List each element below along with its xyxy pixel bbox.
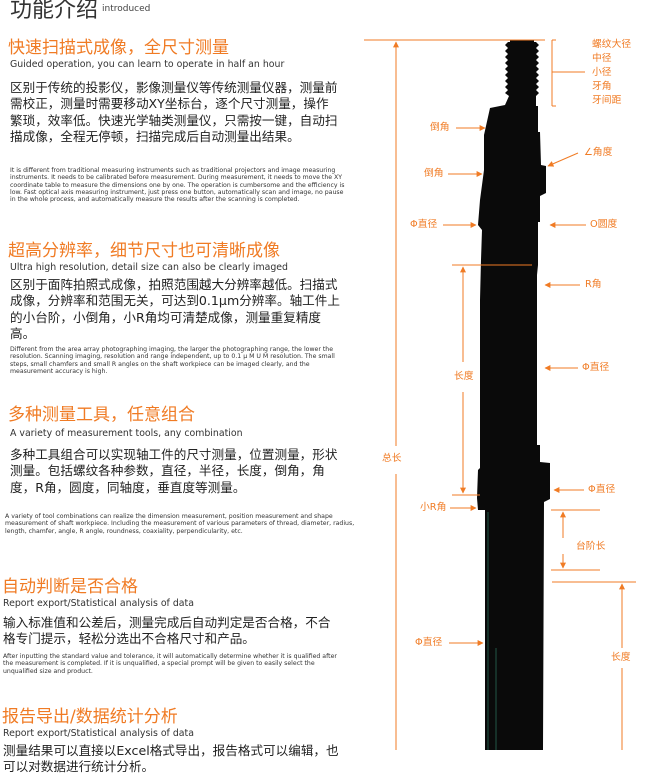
- section-body-zh-fast-scan: 区别于传统的投影仪，影像测量仪等传统测量仪器，测量前需校正，测量时需要移动XY坐…: [10, 80, 338, 144]
- label-thread-major: 螺纹大径: [592, 39, 632, 50]
- section-body-zh-high-resolution: 区别于面阵拍照式成像，拍照范围越大分辨率越低。扫描式成像，分辨率和范围无关，可达…: [10, 277, 340, 341]
- label-thread-angle: 牙角: [592, 81, 612, 92]
- section-subtitle-auto-judge: Report export/Statistical analysis of da…: [3, 598, 194, 609]
- label-angle: ∠角度: [584, 147, 613, 158]
- label-total-length: 总长: [382, 453, 402, 464]
- label-thread-pitch-diameter: 中径: [592, 53, 612, 64]
- thread-teeth: [505, 42, 539, 96]
- section-body-zh-auto-judge: 输入标准值和公差后，测量完成后自动判定是否合格，不合格专门提示，轻松分选出不合格…: [3, 615, 331, 647]
- label-diameter-2: Φ直径: [582, 362, 610, 373]
- section-subtitle-high-resolution: Ultra high resolution, detail size can a…: [10, 262, 289, 273]
- label-length-2: 长度: [611, 652, 631, 663]
- section-subtitle-fast-scan: Guided operation, you can learn to opera…: [10, 59, 285, 70]
- label-r-angle: R角: [585, 279, 602, 290]
- label-length-1: 长度: [454, 371, 474, 382]
- shaft-diagram: [364, 39, 636, 750]
- section-title-fast-scan: 快速扫描式成像，全尺寸测量: [8, 38, 229, 58]
- label-chamfer-1: 倒角: [430, 122, 450, 133]
- page-title: 功能介绍: [10, 0, 99, 23]
- section-title-report-export: 报告导出/数据统计分析: [2, 707, 178, 727]
- label-diameter-4: Φ直径: [415, 637, 443, 648]
- section-body-en-fast-scan: It is different from traditional measuri…: [10, 167, 345, 204]
- section-title-auto-judge: 自动判断是否合格: [2, 577, 138, 597]
- label-chamfer-2: 倒角: [424, 168, 444, 179]
- section-body-zh-measurement-tools: 多种工具组合可以实现轴工件的尺寸测量，位置测量，形状测量。包括螺纹各种参数，直径…: [10, 447, 338, 495]
- label-diameter-1: Φ直径: [410, 219, 438, 230]
- section-title-measurement-tools: 多种测量工具，任意组合: [8, 405, 195, 425]
- label-thread-minor: 小径: [592, 67, 612, 78]
- label-small-r-angle: 小R角: [420, 502, 447, 513]
- label-thread-pitch: 牙间距: [592, 95, 622, 106]
- section-body-en-auto-judge: After inputting the standard value and t…: [3, 653, 337, 675]
- section-body-en-high-resolution: Different from the area array photograph…: [10, 346, 335, 375]
- shaft-body: [477, 40, 550, 750]
- page-subtitle: introduced: [102, 4, 151, 14]
- section-title-high-resolution: 超高分辨率，细节尺寸也可清晰成像: [8, 241, 280, 261]
- label-roundness: O圆度: [590, 219, 618, 230]
- label-step-length: 台阶长: [576, 541, 606, 552]
- section-body-en-measurement-tools: A variety of tool combinations can reali…: [5, 513, 355, 535]
- label-diameter-3: Φ直径: [588, 484, 616, 495]
- section-subtitle-report-export: Report export/Statistical analysis of da…: [3, 728, 194, 739]
- section-subtitle-measurement-tools: A variety of measurement tools, any comb…: [10, 428, 243, 439]
